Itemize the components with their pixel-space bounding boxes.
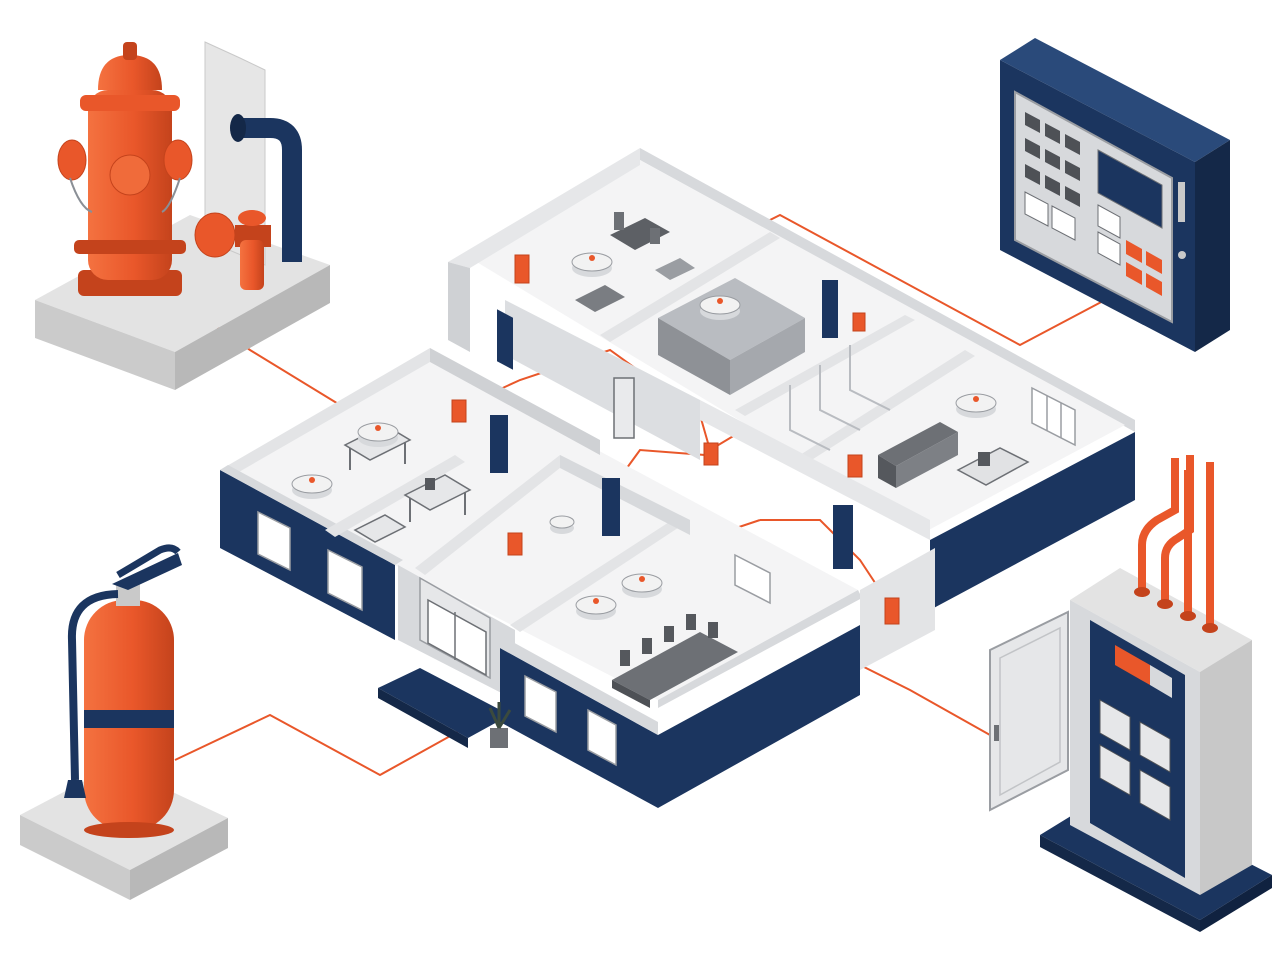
door-corridor-3	[822, 280, 838, 338]
manual-call-point-icon	[885, 598, 899, 624]
door-corridor-1	[497, 309, 513, 370]
door-corridor-2	[614, 378, 634, 438]
door-left-2	[602, 478, 620, 536]
cabinet-door	[990, 612, 1068, 810]
panel-hinge	[1178, 182, 1185, 222]
smoke-detector-icon	[550, 516, 574, 534]
smoke-detector-icon	[572, 253, 612, 277]
manual-call-point-icon	[452, 400, 466, 422]
fire-hydrant-station	[35, 42, 330, 390]
panel-lock	[1178, 251, 1186, 259]
manual-call-point-icon	[508, 533, 522, 555]
fire-extinguisher-station	[20, 548, 228, 900]
smoke-detector-icon	[292, 475, 332, 499]
fire-alarm-control-panel	[1000, 38, 1230, 352]
smoke-detector-icon	[700, 296, 740, 320]
smoke-detector-icon	[576, 596, 616, 620]
fire-extinguisher-icon	[64, 548, 182, 838]
smoke-detector-icon	[358, 423, 398, 447]
manual-call-point-icon	[848, 455, 862, 477]
top-room-left-wall	[448, 262, 470, 352]
door-left-1	[490, 415, 508, 473]
smoke-detector-icon	[956, 394, 996, 418]
manual-call-point-icon	[515, 255, 529, 283]
wire-electrical-to-building	[860, 665, 990, 735]
manual-call-point-icon	[704, 443, 718, 465]
manual-call-point-icon	[853, 313, 865, 331]
fire-hydrant-icon	[58, 42, 192, 296]
door-corridor-4	[833, 505, 853, 569]
smoke-detector-icon	[622, 574, 662, 598]
